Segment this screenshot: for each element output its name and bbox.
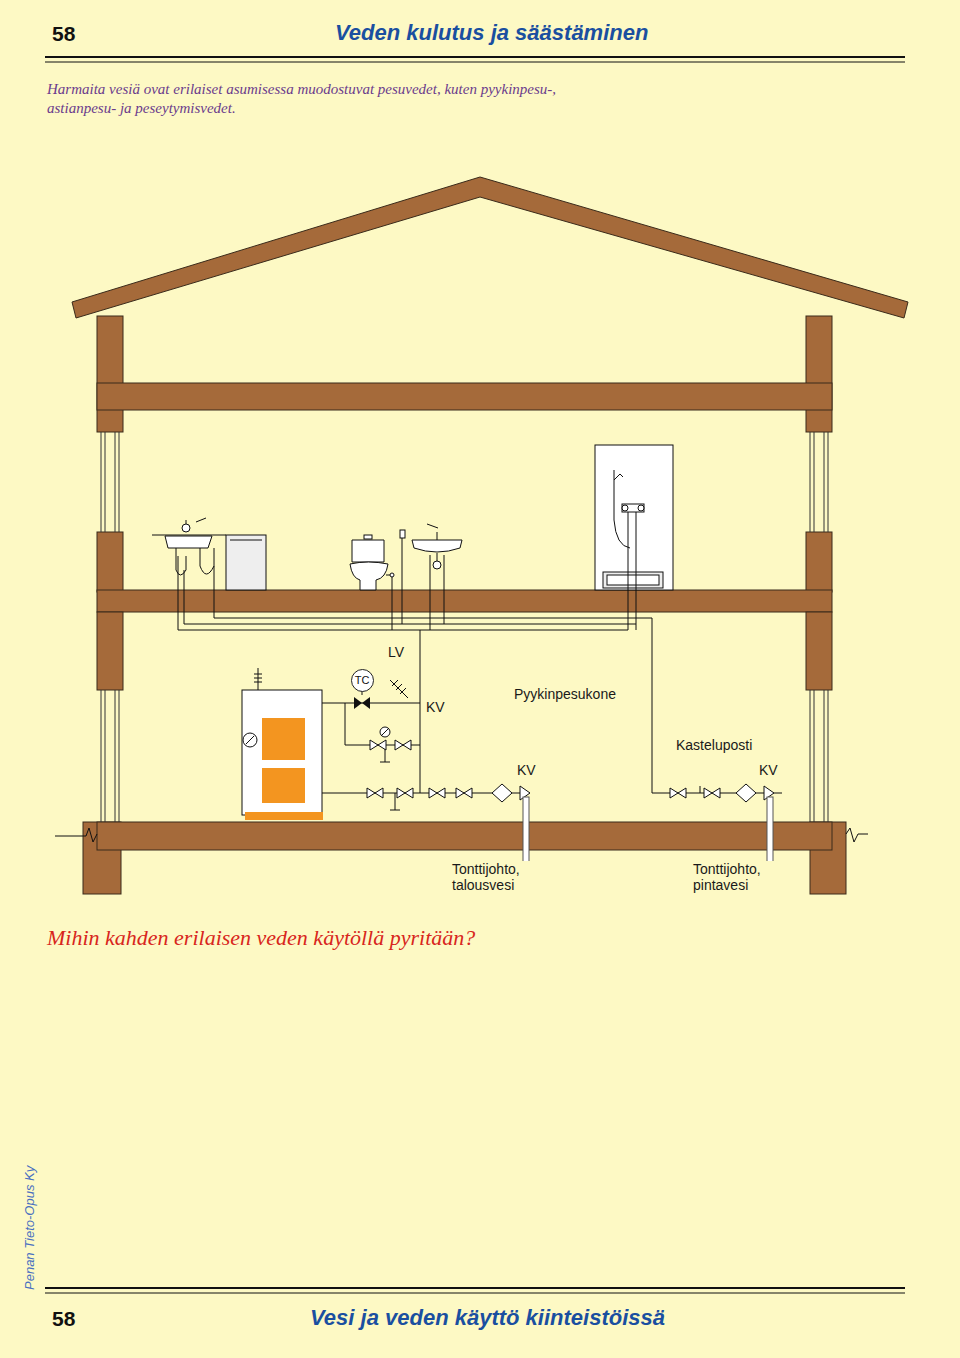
question-caption: Mihin kahden erilaisen veden käytöllä py… bbox=[47, 925, 475, 951]
thermostat-circle: TC bbox=[351, 669, 374, 692]
pipe-label: KV bbox=[757, 762, 780, 778]
publisher-mark: Penan Tieto-Opus Ky bbox=[22, 1166, 37, 1290]
pipe-label: KV bbox=[424, 699, 447, 715]
service-pipe-label: Tonttijohto, pintavesi bbox=[691, 861, 777, 893]
appliance-label: Kasteluposti bbox=[674, 737, 754, 753]
page-number: 58 bbox=[52, 1307, 75, 1331]
service-pipe-label: Tonttijohto, talousvesi bbox=[450, 861, 536, 893]
page-footer: Vesi ja veden käyttö kiinteistöissä bbox=[310, 1305, 665, 1331]
pipe-label: LV bbox=[386, 644, 406, 660]
page-header: Veden kulutus ja säästäminen bbox=[335, 20, 648, 46]
page-number: 58 bbox=[52, 22, 75, 46]
intro-text: Harmaita vesiä ovat erilaiset asumisessa… bbox=[47, 80, 607, 118]
node-text: TC bbox=[355, 674, 370, 686]
appliance-label: Pyykinpesukone bbox=[512, 686, 618, 702]
pipe-label: KV bbox=[515, 762, 538, 778]
